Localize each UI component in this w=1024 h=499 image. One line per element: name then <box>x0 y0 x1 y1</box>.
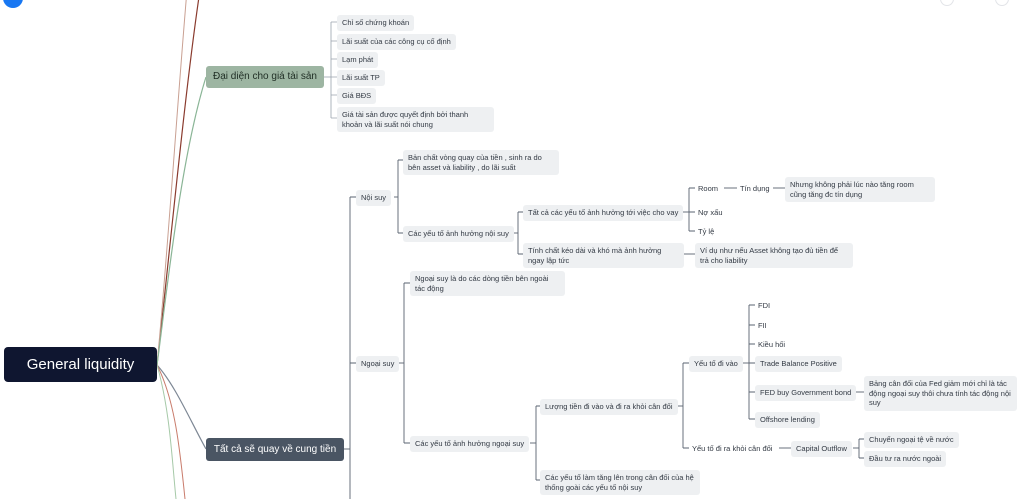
node-system-increase[interactable]: Các yếu tố làm tăng lên trong cân đối củ… <box>540 470 700 495</box>
node-fed-buy-bond[interactable]: FED buy Government bond <box>755 385 857 401</box>
root-node[interactable]: General liquidity <box>4 347 157 382</box>
asset-item-fixed-income-rate[interactable]: Lãi suất của các công cụ cố định <box>337 34 456 50</box>
node-kieu-hoi[interactable]: Kiều hối <box>758 340 786 349</box>
node-lending-factors[interactable]: Tất cả các yếu tố ảnh hưởng tới việc cho… <box>523 205 684 221</box>
node-ngoai-suy[interactable]: Ngoại suy <box>356 356 400 372</box>
branch-asset-prices[interactable]: Đại diện cho giá tài sản <box>206 66 324 88</box>
node-ban-chat[interactable]: Bản chất vòng quay của tiền , sinh ra do… <box>403 150 559 175</box>
node-room-note[interactable]: Nhưng không phải lúc nào tăng room cũng … <box>785 177 935 202</box>
node-offshore-lending[interactable]: Offshore lending <box>755 412 820 428</box>
node-capital-outflow[interactable]: Capital Outflow <box>791 441 852 457</box>
node-fii[interactable]: FII <box>758 321 767 330</box>
node-outflow-factors[interactable]: Yếu tố đi ra khỏi cân đối <box>692 444 773 453</box>
node-long-lasting[interactable]: Tính chất kéo dài và khó mà ảnh hưởng ng… <box>523 243 684 268</box>
node-trade-balance[interactable]: Trade Balance Positive <box>755 356 842 372</box>
node-example-asset[interactable]: Ví dụ như nếu Asset không tạo đủ tiền để… <box>695 243 853 268</box>
node-ty-le[interactable]: Tỷ lệ <box>698 227 715 236</box>
node-money-in-out[interactable]: Lượng tiền đi vào và đi ra khỏi cân đối <box>540 399 678 415</box>
node-tin-dung[interactable]: Tín dụng <box>740 184 770 193</box>
asset-item-real-estate[interactable]: Giá BĐS <box>337 88 377 104</box>
node-external-flows[interactable]: Ngoại suy là do các dòng tiền bên ngoài … <box>410 271 565 296</box>
node-no-xau[interactable]: Nợ xấu <box>698 208 723 217</box>
node-fx-repatriation[interactable]: Chuyển ngoại tệ về nước <box>864 432 959 448</box>
asset-item-price-determined[interactable]: Giá tài sản được quyết định bởi thanh kh… <box>337 107 494 132</box>
asset-item-bond-rate[interactable]: Lãi suất TP <box>337 70 385 86</box>
node-foreign-investment[interactable]: Đầu tư ra nước ngoài <box>864 451 947 467</box>
asset-item-inflation[interactable]: Lạm phát <box>337 52 379 68</box>
node-noi-suy-factors[interactable]: Các yếu tố ảnh hưởng nội suy <box>403 226 514 242</box>
node-fed-note[interactable]: Bảng cân đối của Fed giảm mới chỉ là tác… <box>864 376 1017 411</box>
asset-item-stock-index[interactable]: Chỉ số chứng khoán <box>337 15 415 31</box>
facebook-icon <box>3 0 23 8</box>
node-fdi[interactable]: FDI <box>758 301 771 310</box>
node-noi-suy[interactable]: Nội suy <box>356 190 392 206</box>
node-ngoai-suy-factors[interactable]: Các yếu tố ảnh hưởng ngoại suy <box>410 436 530 452</box>
node-inflow-factors[interactable]: Yếu tố đi vào <box>689 356 743 372</box>
branch-money-supply[interactable]: Tất cả sẽ quay về cung tiền <box>206 438 344 461</box>
node-room[interactable]: Room <box>698 184 719 193</box>
